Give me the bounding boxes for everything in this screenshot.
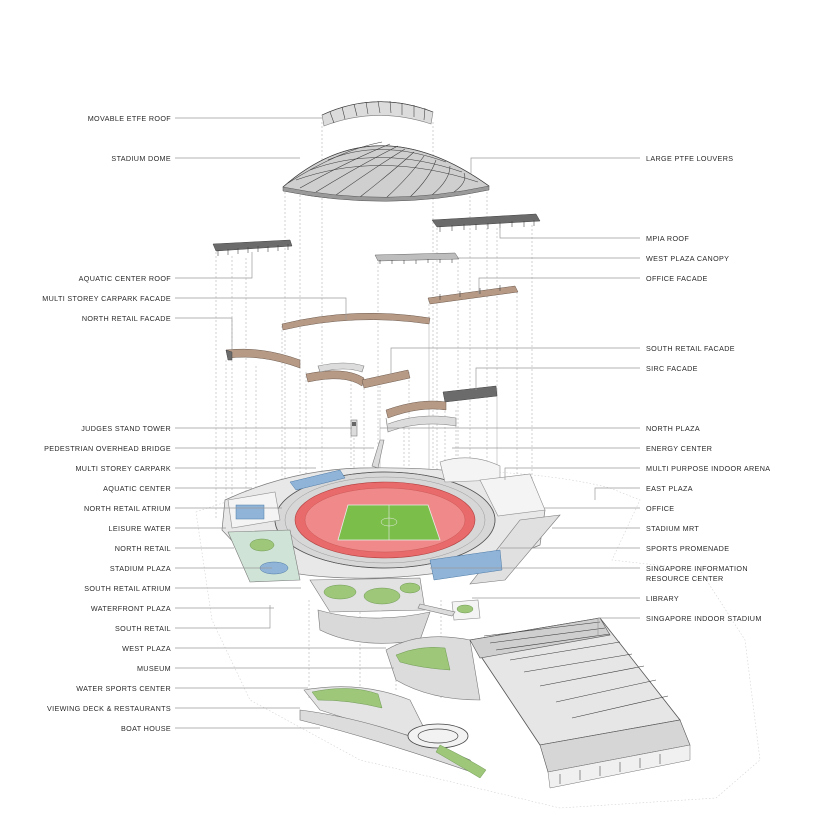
label-museum: MUSEUM	[137, 664, 171, 673]
label-stadium-plaza: STADIUM PLAZA	[110, 564, 171, 573]
waterfront-buildings-graphic	[299, 686, 487, 779]
label-boat-house: BOAT HOUSE	[121, 724, 171, 733]
label-office-facade: OFFICE FACADE	[646, 274, 708, 283]
label-mpia-roof: MPIA ROOF	[646, 234, 689, 243]
label-sports-promenade: SPORTS PROMENADE	[646, 544, 729, 553]
label-judges-stand-tower: JUDGES STAND TOWER	[81, 424, 171, 433]
aquatic-center-roof-graphic	[212, 239, 293, 256]
label-stadium-mrt: STADIUM MRT	[646, 524, 699, 533]
label-aquatic-center-roof: AQUATIC CENTER ROOF	[79, 274, 172, 283]
label-multi-storey-carpark: MULTI STOREY CARPARK	[75, 464, 171, 473]
office-facade-graphic	[427, 285, 519, 305]
label-water-sports-center: WATER SPORTS CENTER	[76, 684, 171, 693]
west-plaza-museum-graphic	[385, 636, 481, 701]
label-large-ptfe-louvers: LARGE PTFE LOUVERS	[646, 154, 733, 163]
label-north-retail-atrium: NORTH RETAIL ATRIUM	[84, 504, 171, 513]
label-south-retail: SOUTH RETAIL	[115, 624, 171, 633]
ground-level-complex	[221, 439, 561, 644]
label-south-retail-atrium: SOUTH RETAIL ATRIUM	[84, 584, 171, 593]
label-sirc-facade: SIRC FACADE	[646, 364, 698, 373]
label-north-retail-facade: NORTH RETAIL FACADE	[82, 314, 171, 323]
label-north-retail: NORTH RETAIL	[115, 544, 171, 553]
label-north-plaza: NORTH PLAZA	[646, 424, 700, 433]
carpark-facade-graphic	[281, 312, 431, 331]
north-retail-facade-graphic	[225, 348, 301, 369]
label-movable-etfe-roof: MOVABLE ETFE ROOF	[88, 114, 172, 123]
label-office: OFFICE	[646, 504, 674, 513]
site-outline	[195, 469, 761, 809]
label-south-retail-facade: SOUTH RETAIL FACADE	[646, 344, 735, 353]
label-west-plaza-canopy: WEST PLAZA CANOPY	[646, 254, 729, 263]
label-pedestrian-overhead-bridge: PEDESTRIAN OVERHEAD BRIDGE	[44, 444, 171, 453]
leader-lines	[175, 117, 640, 729]
label-singapore-information: SINGAPORE INFORMATION	[646, 564, 748, 573]
sirc-facade-graphic	[385, 385, 498, 433]
label-east-plaza: EAST PLAZA	[646, 484, 693, 493]
label-library: LIBRARY	[646, 594, 679, 603]
singapore-indoor-stadium-graphic	[469, 617, 691, 789]
label-leisure-water: LEISURE WATER	[109, 524, 171, 533]
right-labels: LARGE PTFE LOUVERS MPIA ROOF WEST PLAZA …	[646, 154, 770, 623]
stadium-dome-graphic	[282, 141, 490, 202]
label-viewing-deck-restaurants: VIEWING DECK & RESTAURANTS	[47, 704, 171, 713]
projection-lines	[215, 122, 533, 700]
label-energy-center: ENERGY CENTER	[646, 444, 712, 453]
label-west-plaza: WEST PLAZA	[122, 644, 171, 653]
mpia-roof-graphic	[431, 213, 541, 232]
label-waterfront-plaza: WATERFRONT PLAZA	[91, 604, 171, 613]
west-plaza-canopy-graphic	[374, 252, 460, 264]
south-retail-facade-graphic	[305, 362, 411, 389]
label-resource-center: RESOURCE CENTER	[646, 574, 724, 583]
movable-etfe-roof-graphic	[321, 100, 434, 127]
label-stadium-dome: STADIUM DOME	[111, 154, 171, 163]
left-labels: MOVABLE ETFE ROOF STADIUM DOME AQUATIC C…	[42, 114, 171, 733]
label-multi-storey-carpark-facade: MULTI STOREY CARPARK FACADE	[42, 294, 171, 303]
label-singapore-indoor-stadium: SINGAPORE INDOOR STADIUM	[646, 614, 762, 623]
label-multi-purpose-indoor-arena: MULTI PURPOSE INDOOR ARENA	[646, 464, 770, 473]
label-aquatic-center: AQUATIC CENTER	[103, 484, 171, 493]
